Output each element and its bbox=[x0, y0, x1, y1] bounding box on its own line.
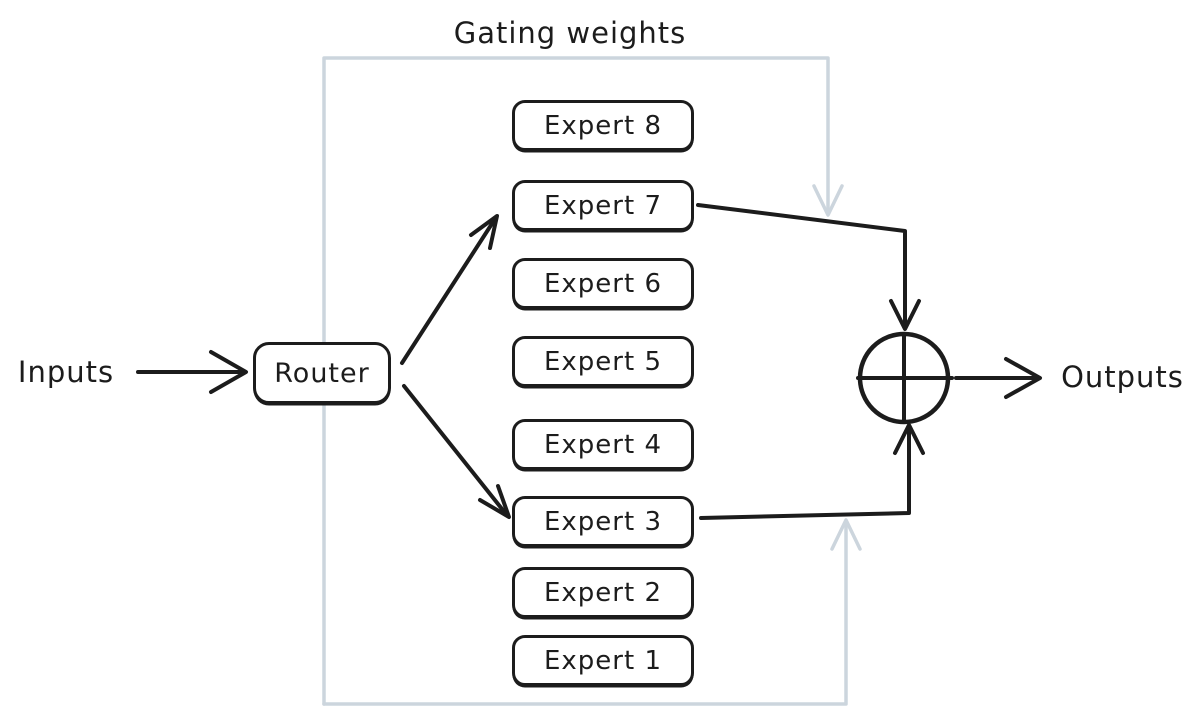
input-arrowhead-icon bbox=[209, 350, 248, 394]
router-to-expert3-arrow bbox=[402, 384, 508, 516]
expert-label: Expert 8 bbox=[543, 110, 662, 141]
expert-box-5: Expert 5 bbox=[512, 336, 694, 387]
expert-label: Expert 2 bbox=[543, 577, 662, 608]
expert-box-3: Expert 3 bbox=[512, 496, 694, 547]
expert-label: Expert 5 bbox=[543, 346, 662, 377]
expert-label: Expert 6 bbox=[543, 268, 662, 299]
expert-box-1: Expert 1 bbox=[512, 635, 694, 686]
expert-label: Expert 7 bbox=[543, 190, 662, 221]
router-label: Router bbox=[274, 357, 370, 389]
outputs-label: Outputs bbox=[1061, 360, 1184, 394]
gating-weights-title: Gating weights bbox=[453, 16, 687, 50]
expert-label: Expert 1 bbox=[543, 645, 662, 676]
router-to-expert7-arrow bbox=[400, 217, 497, 365]
router-to-expert3-arrowhead-icon bbox=[478, 484, 511, 519]
router-to-expert7-arrowhead-icon bbox=[469, 214, 499, 250]
expert-box-7: Expert 7 bbox=[512, 180, 694, 231]
gating-arrowhead-down-icon bbox=[812, 184, 844, 217]
gating-path-bottom bbox=[322, 521, 848, 706]
sum-node bbox=[856, 331, 954, 425]
inputs-label: Inputs bbox=[17, 355, 115, 389]
router-node: Router bbox=[253, 342, 391, 404]
expert-box-8: Expert 8 bbox=[512, 100, 694, 151]
expert7-to-sum-arrow bbox=[696, 203, 907, 328]
expert-box-4: Expert 4 bbox=[512, 419, 694, 470]
gating-arrowhead-up-icon bbox=[830, 518, 862, 551]
expert-label: Expert 4 bbox=[543, 429, 662, 460]
expert-label: Expert 3 bbox=[543, 506, 662, 537]
expert-box-2: Expert 2 bbox=[512, 567, 694, 618]
expert3-to-sum-arrow bbox=[699, 426, 911, 520]
output-arrowhead-icon bbox=[1004, 357, 1042, 399]
expert7-to-sum-arrowhead-icon bbox=[889, 299, 921, 331]
expert3-to-sum-arrowhead-icon bbox=[893, 423, 925, 455]
expert-box-6: Expert 6 bbox=[512, 258, 694, 309]
